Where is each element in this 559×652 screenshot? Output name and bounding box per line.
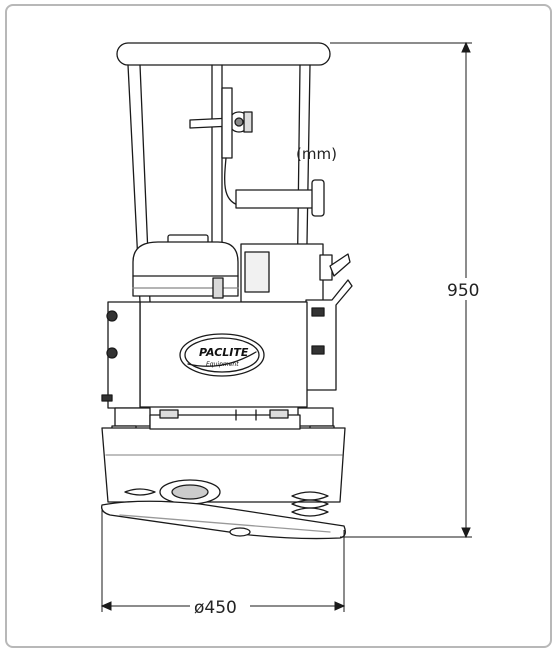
side-plate-left	[101, 301, 141, 409]
throttle-lever	[189, 87, 253, 159]
drive-springs	[124, 479, 329, 517]
unit-label: (mm)	[296, 145, 337, 163]
logo-subtext: Equipment	[206, 361, 239, 368]
grinding-disc	[101, 500, 346, 540]
side-bracket-right	[305, 279, 353, 391]
logo-wordmark: PACLITE	[199, 346, 249, 359]
height-dimension-label: 950	[447, 281, 479, 301]
rear-roller	[235, 409, 257, 421]
brand-logo	[179, 333, 265, 377]
exhaust-pipe	[235, 179, 325, 217]
diameter-dimension-label: ø450	[194, 598, 237, 618]
engine-cover	[139, 301, 308, 408]
handle-bar	[116, 42, 331, 66]
base-guard	[101, 409, 346, 503]
